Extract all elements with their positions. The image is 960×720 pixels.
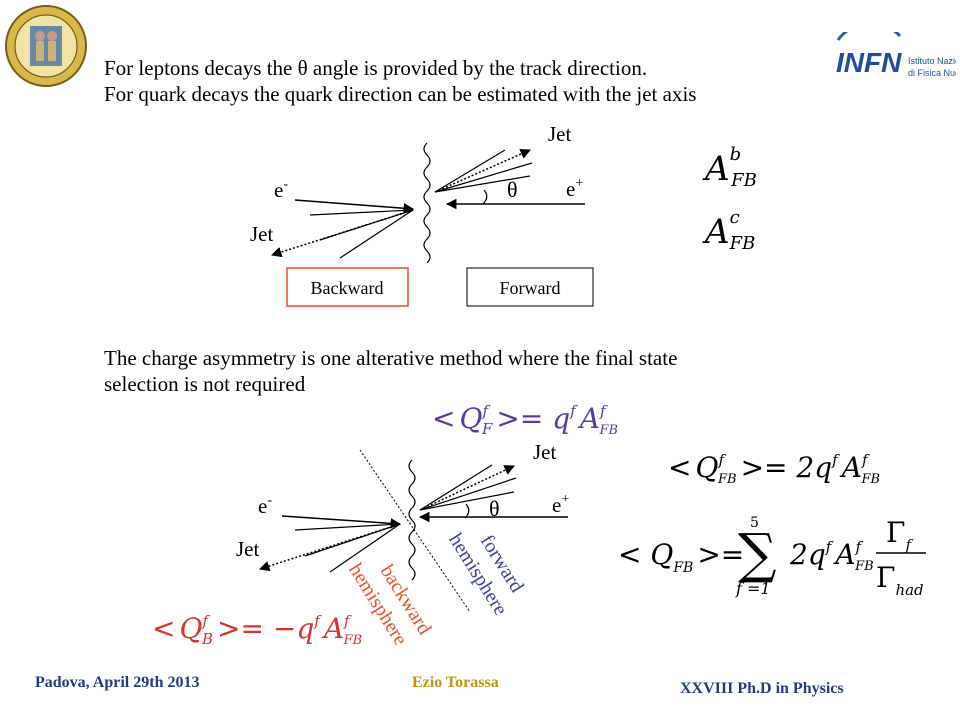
electron-track-1 [294, 199, 415, 214]
charge-asymmetry-text: The charge asymmetry is one alterative m… [104, 345, 677, 397]
infn-subtitle-2: di Fisica Nucleare [908, 68, 956, 78]
jet-track-forward-2a [419, 464, 493, 511]
electron-label-2: e- [258, 493, 272, 518]
jet-label-top-1: Jet [548, 122, 571, 146]
positron-label-2: e+ [552, 492, 569, 517]
jet-track-forward-2b [419, 477, 517, 511]
jet-label-top-2: Jet [533, 440, 556, 464]
footer-date: Padova, April 29th 2013 [35, 674, 200, 691]
jet-label-left-2: Jet [236, 537, 259, 561]
forward-hemisphere-label: forward hemisphere [444, 530, 528, 620]
charge-line-1: The charge asymmetry is one alterative m… [104, 346, 678, 370]
footer-course: XXVIII Ph.D in Physics [680, 680, 844, 697]
theta-arc-2 [464, 503, 470, 519]
theta-label-1: θ [507, 177, 518, 202]
svg-text:< QFB>=: < QFB>= [618, 538, 744, 576]
beam-pipe-wavy-line-2 [408, 459, 416, 581]
jet-track-forward-1a [434, 149, 506, 193]
theta-arc-1 [482, 189, 488, 205]
intro-line-1: For leptons decays the θ angle is provid… [104, 56, 648, 80]
jet-track-backward-2c [329, 523, 401, 573]
footer-author: Ezio Torassa [412, 674, 499, 691]
theta-label-2: θ [489, 496, 500, 521]
positron-label-1: e+ [566, 176, 583, 201]
svg-text:Γhad: Γhad [876, 561, 924, 599]
jet-label-left-1: Jet [250, 222, 273, 246]
university-seal-logo [5, 5, 87, 87]
electron-label-1: e- [274, 177, 288, 202]
infn-wordmark: INFN [836, 47, 902, 78]
svg-text:Γf: Γf [886, 516, 913, 554]
forward-box [466, 267, 594, 307]
electron-track-2 [281, 515, 402, 529]
intro-line-2: For quark decays the quark direction can… [104, 82, 697, 106]
intro-text: For leptons decays the θ angle is provid… [104, 55, 696, 107]
jet-track-forward-1b [434, 162, 533, 193]
jet-track-backward-2b [304, 523, 401, 557]
backward-box-label: Backward [311, 278, 384, 298]
jet-track-forward-2c [419, 491, 515, 511]
svg-text:f =1: f =1 [735, 579, 771, 598]
jet-axis-forward-2 [419, 465, 515, 511]
charge-line-2: selection is not required [104, 372, 306, 396]
jet-track-backward-1c [339, 209, 414, 259]
backward-box [286, 267, 409, 307]
forward-box-label: Forward [500, 278, 561, 298]
jet-track-backward-2a [294, 523, 401, 531]
infn-subtitle-1: Istituto Nazionale [908, 56, 956, 66]
jet-track-backward-1a [309, 209, 414, 216]
scattering-diagram-1: Jet Jet e- e+ θ Backward Forward [250, 122, 594, 307]
jet-axis-forward-1 [434, 149, 531, 193]
jet-track-backward-1b [319, 209, 414, 241]
svg-text:∑: ∑ [738, 522, 777, 585]
hemisphere-divider [359, 449, 471, 613]
beam-pipe-wavy-line-1 [423, 142, 431, 264]
svg-text:5: 5 [750, 515, 759, 531]
jet-track-forward-1c [434, 175, 531, 193]
